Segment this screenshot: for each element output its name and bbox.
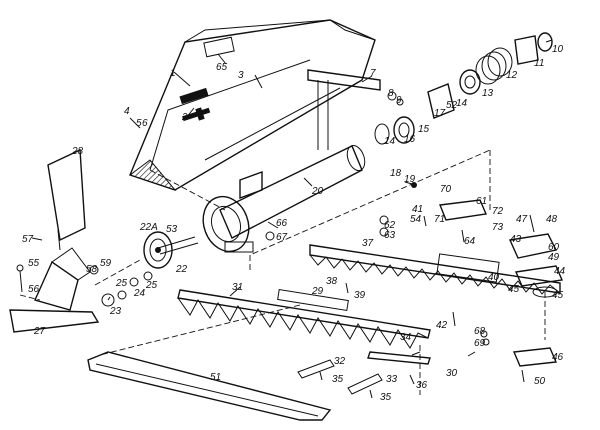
label-36: 36 <box>416 380 428 391</box>
label-72: 72 <box>492 206 504 217</box>
mount-bracket <box>9 148 100 333</box>
label-11: 11 <box>534 58 544 69</box>
label-53: 53 <box>166 224 178 235</box>
label-60: 60 <box>548 242 560 253</box>
label-68: 68 <box>474 326 486 337</box>
leader-lines <box>107 39 553 357</box>
label-32: 32 <box>334 356 346 367</box>
label-65: 65 <box>216 62 228 73</box>
label-67: 67 <box>276 232 288 243</box>
label-46: 46 <box>552 352 564 363</box>
label-69: 69 <box>474 338 486 349</box>
label-42: 42 <box>436 320 448 331</box>
label-2: 2 <box>181 112 188 123</box>
label-63: 63 <box>384 230 396 241</box>
label-8: 8 <box>388 88 394 99</box>
label-38: 38 <box>326 276 338 287</box>
label-44: 44 <box>554 266 566 277</box>
skid-plate <box>87 351 332 421</box>
label-52: 52 <box>446 100 458 111</box>
label-10: 10 <box>552 44 564 55</box>
label-14: 14 <box>456 98 468 109</box>
label-22a: 22A <box>139 222 158 233</box>
support-bracket <box>307 69 381 150</box>
label-9: 9 <box>396 95 402 106</box>
label-66: 66 <box>276 218 288 229</box>
label-71: 71 <box>434 214 445 225</box>
knife-section <box>177 289 431 349</box>
label-16: 16 <box>404 134 416 145</box>
label-62: 62 <box>384 220 396 231</box>
label-47: 47 <box>516 214 528 225</box>
label-61: 61 <box>476 196 487 207</box>
label-14b: 14 <box>384 136 396 147</box>
label-57: 57 <box>22 234 34 245</box>
label-64: 64 <box>464 236 476 247</box>
label-20: 20 <box>311 186 324 197</box>
label-23: 23 <box>109 306 122 317</box>
label-31: 31 <box>232 282 243 293</box>
label-43: 43 <box>510 234 522 245</box>
label-17: 17 <box>434 108 446 119</box>
label-48: 48 <box>546 214 558 225</box>
drive-tube <box>157 144 366 255</box>
label-18: 18 <box>390 168 402 179</box>
label-45a: 45 <box>508 284 520 295</box>
part-labels: 1 2 3 4 5 6 7 8 9 10 11 12 13 14 15 16 1… <box>22 44 566 403</box>
knife-guards <box>297 351 431 395</box>
cutter-bar <box>309 244 561 295</box>
label-19: 19 <box>404 174 416 185</box>
label-15: 15 <box>418 124 430 135</box>
label-30: 30 <box>446 368 458 379</box>
label-45b: 45 <box>552 290 564 301</box>
label-25b: 25 <box>145 280 158 291</box>
label-27: 27 <box>33 326 46 337</box>
label-35b: 35 <box>380 392 392 403</box>
label-12: 12 <box>506 70 518 81</box>
label-51: 51 <box>210 372 221 383</box>
label-24: 24 <box>133 288 146 299</box>
label-33: 33 <box>386 374 398 385</box>
fasteners <box>16 74 535 399</box>
label-70: 70 <box>440 184 452 195</box>
label-37: 37 <box>362 238 374 249</box>
cover-hood <box>128 19 376 192</box>
label-3: 3 <box>238 70 244 81</box>
label-49: 49 <box>548 252 560 263</box>
right-side-fittings <box>439 199 564 367</box>
label-28: 28 <box>71 146 84 157</box>
label-58: 58 <box>86 264 98 275</box>
label-5: 5 <box>136 118 142 129</box>
label-35a: 35 <box>332 374 344 385</box>
label-29: 29 <box>311 286 324 297</box>
label-7: 7 <box>370 68 376 79</box>
label-34: 34 <box>400 332 412 343</box>
label-22: 22 <box>175 264 188 275</box>
label-4: 4 <box>124 106 130 117</box>
label-73: 73 <box>492 222 504 233</box>
label-1: 1 <box>170 68 176 79</box>
label-39: 39 <box>354 290 366 301</box>
label-54: 54 <box>410 214 422 225</box>
label-41: 41 <box>412 204 423 215</box>
label-50: 50 <box>534 376 546 387</box>
label-56: 56 <box>28 284 40 295</box>
label-13: 13 <box>482 88 494 99</box>
assembly-lines <box>19 149 546 395</box>
pulley <box>143 231 173 269</box>
label-6: 6 <box>142 118 148 129</box>
label-40: 40 <box>488 272 500 283</box>
label-59: 59 <box>100 258 112 269</box>
label-55: 55 <box>28 258 40 269</box>
bearing-stack <box>374 32 553 145</box>
label-25a: 25 <box>115 278 128 289</box>
